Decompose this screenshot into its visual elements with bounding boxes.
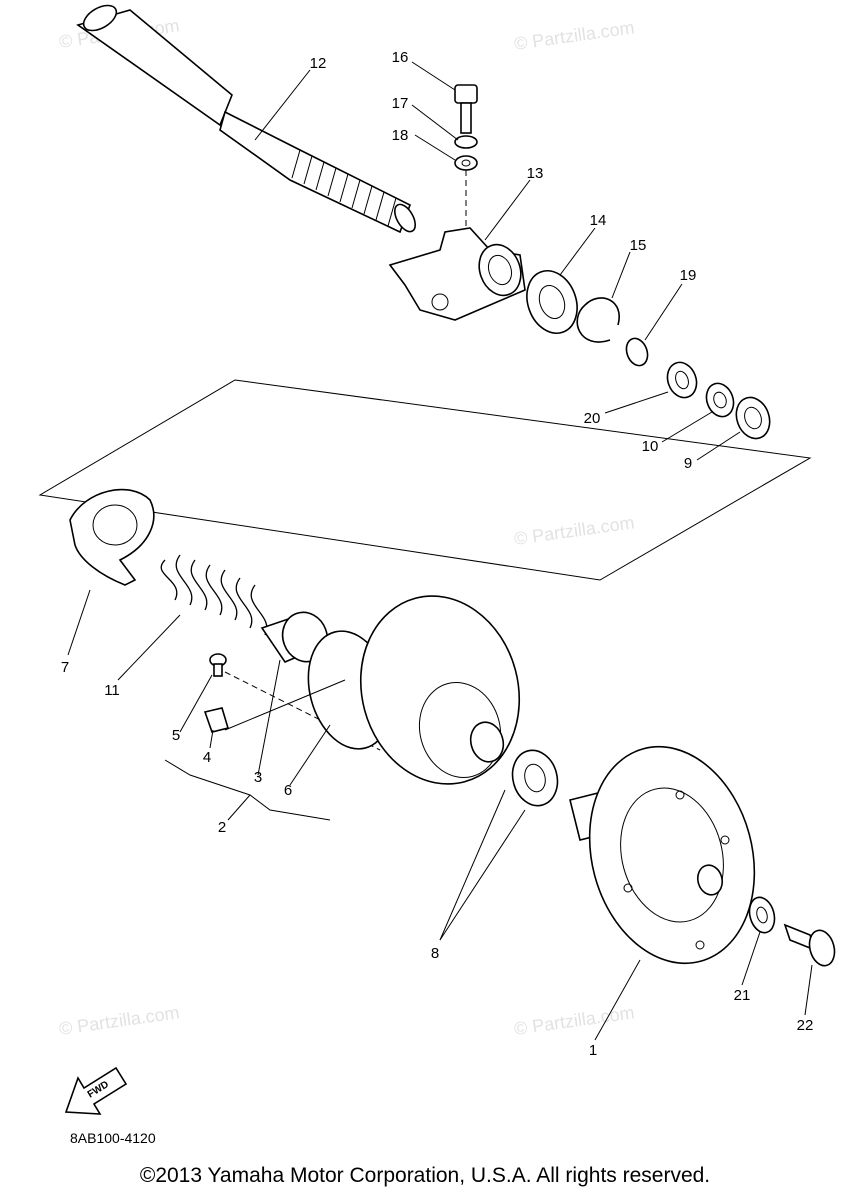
callout-18: 18 <box>392 127 409 144</box>
watermark: © Partzilla.com <box>513 17 636 54</box>
washer-part <box>748 896 776 934</box>
callout-9: 9 <box>684 455 692 472</box>
callout-8: 8 <box>431 945 439 962</box>
bearing-part <box>526 270 578 334</box>
callout-22: 22 <box>797 1017 814 1034</box>
bolt-stack <box>454 84 478 230</box>
slider-part <box>203 707 230 733</box>
callout-11: 11 <box>104 682 120 699</box>
circlip-part <box>625 337 649 367</box>
watermark: © Partzilla.com <box>513 1002 636 1039</box>
group-outline <box>38 379 812 581</box>
callout-19: 19 <box>680 267 697 284</box>
callout-1: 1 <box>589 1042 597 1059</box>
callout-12: 12 <box>310 55 327 72</box>
washer-stack <box>666 361 771 440</box>
callout-21: 21 <box>734 987 751 1004</box>
spring-part <box>160 554 268 636</box>
callout-20: 20 <box>584 410 601 427</box>
bracket-part <box>388 227 526 321</box>
leader-lines <box>67 61 813 1041</box>
screw-part <box>209 653 227 677</box>
circlip-part <box>576 297 620 343</box>
callout-2: 2 <box>218 819 226 836</box>
diagram-code: 8AB100-4120 <box>70 1130 156 1146</box>
watermark: © Partzilla.com <box>513 512 636 549</box>
callout-labels: 12 16 17 18 13 14 15 19 20 10 9 7 11 5 4… <box>61 49 814 1059</box>
callout-16: 16 <box>392 49 409 66</box>
callout-15: 15 <box>630 237 647 254</box>
copyright-notice: ©2013 Yamaha Motor Corporation, U.S.A. A… <box>139 1164 711 1187</box>
callout-13: 13 <box>527 165 544 182</box>
forward-arrow-icon: FWD <box>64 1066 128 1115</box>
callout-7: 7 <box>61 659 69 676</box>
callout-5: 5 <box>172 727 180 744</box>
fixed-sheave-part <box>569 745 756 965</box>
collar-part <box>511 749 559 807</box>
callout-14: 14 <box>590 212 607 229</box>
bolt-part <box>783 923 836 967</box>
watermark: © Partzilla.com <box>58 1002 181 1039</box>
cam-part <box>69 488 155 586</box>
callout-10: 10 <box>642 438 659 455</box>
callout-17: 17 <box>392 95 409 112</box>
callout-3: 3 <box>254 769 262 786</box>
callout-4: 4 <box>203 749 211 766</box>
callout-6: 6 <box>284 782 292 799</box>
sheave-part <box>307 595 521 785</box>
shaft-part <box>76 4 417 234</box>
